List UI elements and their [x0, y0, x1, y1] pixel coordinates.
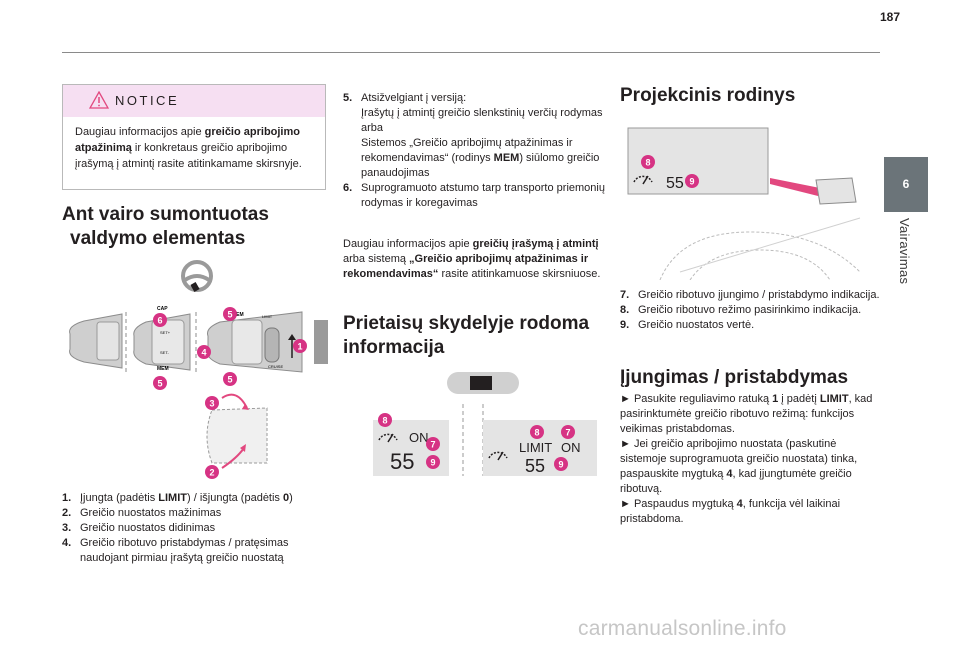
callout-6: 6 [153, 313, 167, 327]
svg-text:9: 9 [430, 458, 435, 468]
callout-9-left: 9 [426, 455, 440, 469]
list-item: 4.Greičio ribotuvo pristabdymas / pratęs… [62, 537, 289, 564]
svg-text:LIMIT: LIMIT [262, 314, 273, 319]
svg-text:SET+: SET+ [160, 330, 171, 335]
chapter-label: Vairavimas [897, 218, 912, 285]
projection-list: 7.Greičio ribotuvo įjungimo / pristabdym… [620, 288, 882, 333]
svg-text:55: 55 [525, 456, 545, 476]
activation-step-3: ► Paspaudus mygtuką 4, funkcija vėl laik… [620, 498, 841, 525]
activation-step-1: ► Pasukite reguliavimo ratuką 1 į padėtį… [620, 393, 873, 435]
callout-7-left: 7 [426, 437, 440, 451]
svg-text:7: 7 [565, 428, 570, 438]
callout-8: 8 [641, 155, 655, 169]
svg-text:MEM: MEM [232, 312, 244, 318]
svg-text:8: 8 [645, 158, 650, 168]
callout-5-top: 5 [223, 307, 237, 321]
svg-text:5: 5 [227, 375, 232, 385]
svg-text:55: 55 [666, 175, 684, 192]
controls-list-5-6: 5. Atsižvelgiant į versiją: Įrašytų į at… [343, 91, 605, 211]
instrument-cluster-figure: ON 55 LIMIT ON 55 8 7 9 8 7 9 [373, 372, 597, 476]
callout-9: 9 [685, 174, 699, 188]
controls-list-1-4: 1.Įjungta (padėtis LIMIT) / išjungta (pa… [62, 491, 330, 566]
svg-text:8: 8 [382, 416, 387, 426]
steering-controls-figure: CAP MEM SET+ SET- MEM LIMIT CRUISE 0 6 5… [69, 260, 328, 479]
svg-text:5: 5 [227, 310, 232, 320]
speedometer-icon [378, 433, 398, 443]
callout-7-right: 7 [561, 425, 575, 439]
list-item: 2.Greičio nuostatos mažinimas [62, 507, 222, 519]
left-stalk [69, 312, 127, 372]
callout-3: 3 [205, 396, 219, 410]
notice-box: NOTICE Daugiau informacijos apie greičio… [62, 84, 326, 190]
speedometer-icon [488, 451, 508, 461]
svg-text:3: 3 [209, 399, 214, 409]
callout-5-left: 5 [153, 376, 167, 390]
svg-text:6: 6 [157, 316, 162, 326]
svg-text:MEM: MEM [157, 366, 169, 372]
list-item: 3.Greičio nuostatos didinimas [62, 522, 216, 534]
lower-stalk-detail [206, 393, 268, 469]
callout-4: 4 [197, 345, 211, 359]
notice-title: NOTICE [115, 93, 180, 108]
watermark: carmanualsonline.info [578, 617, 787, 640]
notice-header: NOTICE [63, 85, 325, 117]
list-item: 5. Atsižvelgiant į versiją: Įrašytų į at… [343, 92, 603, 179]
notice-text: Daugiau informacijos apie greičio apribo… [75, 126, 302, 170]
svg-text:7: 7 [430, 440, 435, 450]
chapter-tab[interactable]: 6 [884, 157, 928, 212]
warning-icon [89, 91, 109, 109]
section-title-instrument-panel: Prietaisų skydelyje rodoma informacija [343, 313, 590, 358]
svg-text:2: 2 [209, 468, 214, 478]
callout-8-left: 8 [378, 413, 392, 427]
header-rule [62, 52, 880, 53]
svg-text:55: 55 [390, 449, 414, 474]
svg-text:LIMIT: LIMIT [519, 440, 552, 455]
list-item: 6.Suprogramuoto atstumo tarp transporto … [343, 182, 605, 209]
svg-text:4: 4 [201, 348, 206, 358]
more-info-paragraph: Daugiau informacijos apie greičių įrašym… [343, 238, 601, 280]
svg-text:CAP: CAP [157, 306, 168, 312]
svg-text:9: 9 [558, 460, 563, 470]
steering-wheel-icon [181, 260, 213, 292]
svg-text:CRUISE: CRUISE [268, 364, 283, 369]
svg-text:ON: ON [409, 430, 429, 445]
section-title-projection: Projekcinis rodinys [620, 85, 796, 106]
page-number: 187 [880, 10, 901, 24]
list-item: 1.Įjungta (padėtis LIMIT) / išjungta (pa… [62, 492, 293, 504]
callout-9-right: 9 [554, 457, 568, 471]
callout-1: 1 [293, 339, 307, 353]
svg-text:9: 9 [689, 177, 694, 187]
svg-text:5: 5 [157, 379, 162, 389]
section-title-steering-controls: Ant vairo sumontuotas valdymo elementas [62, 204, 269, 249]
list-item: 9.Greičio nuostatos vertė. [620, 319, 755, 331]
activation-text: ► Pasukite reguliavimo ratuką 1 į padėtį… [620, 392, 882, 527]
callout-5-right: 5 [223, 372, 237, 386]
list-item: 7.Greičio ribotuvo įjungimo / pristabdym… [620, 289, 880, 301]
svg-text:ON: ON [561, 440, 581, 455]
svg-text:1: 1 [297, 342, 302, 352]
head-up-display-figure: 55 8 9 [627, 127, 861, 280]
callout-8-right: 8 [530, 425, 544, 439]
middle-stalk: CAP MEM SET+ SET- [133, 306, 197, 372]
svg-text:8: 8 [534, 428, 539, 438]
activation-step-2: ► Jei greičio apribojimo nuostata (pasku… [620, 438, 858, 495]
section-title-activation: Įjungimas / pristabdymas [620, 367, 849, 388]
right-stalk: MEM LIMIT CRUISE 0 [207, 311, 328, 373]
list-item: 8.Greičio ribotuvo režimo pasirinkimo in… [620, 304, 862, 316]
callout-2: 2 [205, 465, 219, 479]
speedometer-icon [633, 175, 653, 185]
svg-text:SET-: SET- [160, 350, 170, 355]
